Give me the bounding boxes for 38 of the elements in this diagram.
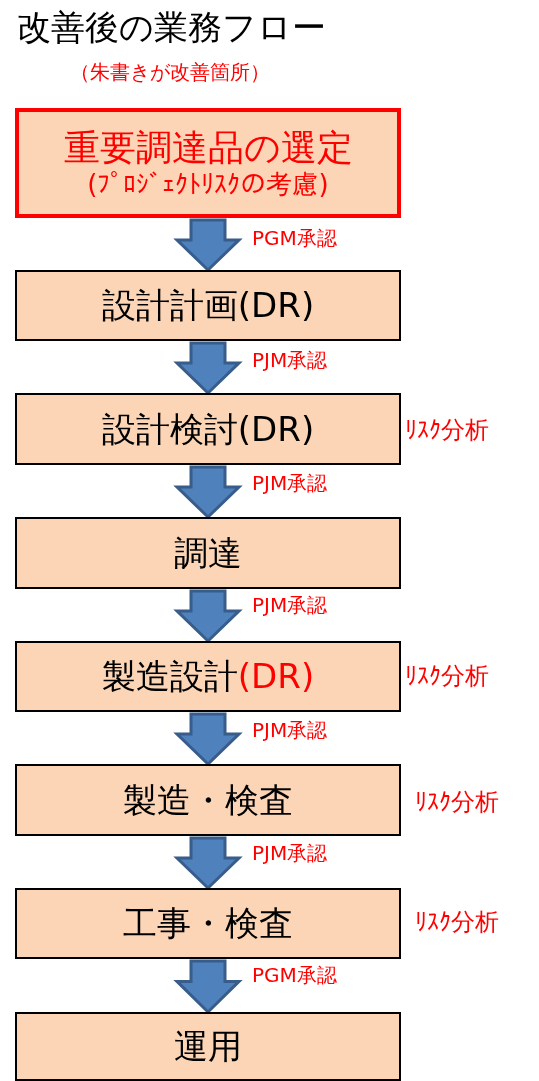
side-note: ﾘｽｸ分析 xyxy=(415,910,499,934)
step-label: (DR) xyxy=(237,656,315,697)
edge-label: PGM承認 xyxy=(252,228,337,248)
block-arrow xyxy=(173,589,243,644)
block-arrow xyxy=(173,341,243,396)
block-arrow xyxy=(173,712,243,767)
side-note: ﾘｽｸ分析 xyxy=(405,664,489,688)
process-box xyxy=(15,108,401,218)
process-box xyxy=(15,270,401,341)
caption: （朱書きが改善箇所） xyxy=(70,62,270,82)
block-arrow xyxy=(173,836,243,891)
step-label: 工事・検査 xyxy=(123,903,293,944)
block-arrow xyxy=(173,465,243,520)
edge-label: PJM承認 xyxy=(252,595,328,615)
process-box xyxy=(15,641,401,712)
side-note: ﾘｽｸ分析 xyxy=(415,790,499,814)
edge-label: PJM承認 xyxy=(252,720,328,740)
edge-label: PJM承認 xyxy=(252,473,328,493)
edge-label: PJM承認 xyxy=(252,350,328,370)
step-label: (ﾌﾟﾛｼﾞｪｸﾄﾘｽｸの考慮) xyxy=(87,169,329,201)
process-box xyxy=(15,764,401,836)
step-label: 設計計画(DR) xyxy=(101,285,315,326)
edge-label: PJM承認 xyxy=(252,843,328,863)
title: 改善後の業務フロー xyxy=(17,10,326,44)
step-label: 製造設計 xyxy=(101,656,238,697)
side-note: ﾘｽｸ分析 xyxy=(405,418,489,442)
step-label: 運用 xyxy=(174,1026,242,1067)
process-box xyxy=(15,1012,401,1081)
step-label: 製造・検査 xyxy=(123,779,293,821)
block-arrow xyxy=(173,218,243,273)
step-label: 設計検討(DR) xyxy=(101,408,315,450)
process-box xyxy=(15,517,401,589)
step-label: 重要調達品の選定 xyxy=(63,125,353,169)
step-label: 調達 xyxy=(174,532,242,574)
block-arrow xyxy=(173,959,243,1015)
edge-label: PGM承認 xyxy=(252,965,337,985)
process-box xyxy=(15,888,401,959)
process-box xyxy=(15,393,401,465)
